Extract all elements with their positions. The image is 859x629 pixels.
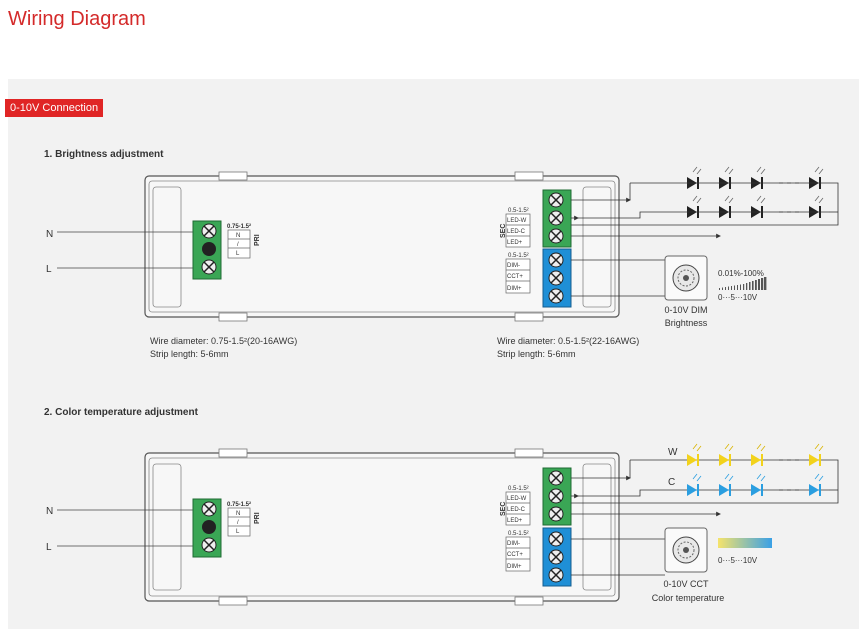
warm-led-icon: [719, 443, 734, 466]
cool-led-icon: [687, 473, 702, 496]
cool-led-icon: [751, 473, 766, 496]
dim-slot-dim-minus-2: DIM-: [507, 541, 520, 547]
pri-gauge: 0.75-1.5²: [227, 223, 251, 230]
dim-slot-cct-plus-2: CCT+: [507, 552, 523, 558]
brightness-range: 0.01%-100%: [718, 269, 764, 278]
sec-label: SEC: [500, 224, 507, 238]
connection-badge: 0-10V Connection: [5, 99, 104, 117]
led-icon: [751, 166, 766, 189]
dim-slot-dim-plus: DIM+: [507, 286, 522, 292]
pri-slot-slash: /: [237, 242, 239, 248]
dim-slots: [505, 258, 531, 294]
led-row-warm: [665, 443, 829, 466]
dim-slot-dim-plus-2: DIM+: [507, 564, 522, 570]
dim-terminal-2: [542, 527, 572, 587]
sec-slots-2: [505, 491, 531, 526]
knob-1-line1: 0-10V DIM: [664, 305, 707, 315]
pri-terminal-1: [192, 220, 222, 280]
dim-wires-2: [571, 538, 665, 576]
led-wires-2: [571, 459, 839, 517]
dim-terminal-1: [542, 248, 572, 308]
dimmer-knob-2: [664, 527, 708, 573]
brightness-scale-ticks: 0···5···10V: [718, 293, 758, 302]
led-icon: [719, 195, 734, 218]
sec-slot-led-plus: LED+: [507, 240, 523, 246]
sec-slot-led-w: LED-W: [507, 218, 527, 224]
dim-gauge: 0.5-1.5²: [508, 253, 529, 259]
pri-gauge-2: 0.75-1.5²: [227, 501, 251, 508]
pri-slots: [227, 229, 251, 259]
led-icon: [809, 166, 824, 189]
brightness-scale-bars: [719, 277, 767, 290]
cool-led-icon: [809, 473, 824, 496]
sec-slot-led-plus-2: LED+: [507, 518, 523, 524]
led-icon: [687, 166, 702, 189]
sec-terminal-1: [542, 189, 572, 248]
dimmer-knob-1: [664, 255, 708, 301]
dim-slot-cct-plus: CCT+: [507, 274, 523, 280]
pri-slot-n-2: N: [236, 511, 240, 517]
pri-slot-l: L: [236, 251, 240, 257]
sec-label-2: SEC: [500, 502, 507, 516]
right-strip-length: Strip length: 5-6mm: [497, 349, 576, 359]
pri-terminal-2: [192, 498, 222, 558]
input-label-l: L: [46, 264, 52, 275]
input-label-n: N: [46, 229, 53, 240]
sec-gauge: 0.5-1.5²: [508, 208, 529, 214]
pri-slot-l-2: L: [236, 529, 240, 535]
page-title: Wiring Diagram: [8, 8, 146, 30]
led-icon: [809, 195, 824, 218]
right-wire-diameter: Wire diameter: 0.5-1.5²(22-16AWG): [497, 336, 639, 346]
cct-gradient-bar: [718, 538, 772, 548]
sec-terminal-2: [542, 467, 572, 526]
input-label-l-2: L: [46, 542, 52, 553]
dim-gauge-2: 0.5-1.5²: [508, 531, 529, 537]
section-2-title: 2. Color temperature adjustment: [44, 407, 199, 418]
sec-slot-led-c: LED-C: [507, 229, 526, 235]
cct-scale-ticks: 0···5···10V: [718, 556, 758, 565]
left-wire-diameter: Wire diameter: 0.75-1.5²(20-16AWG): [150, 336, 297, 346]
led-icon: [687, 195, 702, 218]
sec-slots: [505, 213, 531, 248]
section-1: 1. Brightness adjustment N L 0.75-1.5²: [44, 149, 839, 359]
dim-wires-1: [571, 259, 665, 297]
driver-housing-2: [144, 448, 620, 606]
led-row-cool: [665, 473, 829, 496]
section-1-title: 1. Brightness adjustment: [44, 149, 164, 160]
sec-slot-led-c-2: LED-C: [507, 507, 526, 513]
knob-2-line2: Color temperature: [652, 593, 725, 603]
led-label-c: C: [668, 477, 675, 488]
pri-slots-2: [227, 507, 251, 537]
warm-led-icon: [751, 443, 766, 466]
pri-label: PRI: [254, 234, 261, 246]
led-row-bottom-1: [665, 195, 829, 218]
led-icon: [719, 166, 734, 189]
section-2: 2. Color temperature adjustment N L 0.75…: [44, 407, 839, 606]
pri-slot-slash-2: /: [237, 520, 239, 526]
sec-slot-led-w-2: LED-W: [507, 496, 527, 502]
warm-led-icon: [809, 443, 824, 466]
cool-led-icon: [719, 473, 734, 496]
pri-slot-n: N: [236, 233, 240, 239]
knob-2-line1: 0-10V CCT: [663, 579, 709, 589]
knob-1-line2: Brightness: [665, 318, 708, 328]
led-label-w: W: [668, 447, 678, 458]
led-row-top-1: [665, 166, 829, 189]
sec-gauge-2: 0.5-1.5²: [508, 486, 529, 492]
left-strip-length: Strip length: 5-6mm: [150, 349, 229, 359]
led-icon: [751, 195, 766, 218]
dim-slots-2: [505, 536, 531, 572]
warm-led-icon: [687, 443, 702, 466]
input-label-n-2: N: [46, 506, 53, 517]
driver-housing-1: [144, 171, 620, 322]
dim-slot-dim-minus: DIM-: [507, 263, 520, 269]
pri-label-2: PRI: [254, 512, 261, 524]
